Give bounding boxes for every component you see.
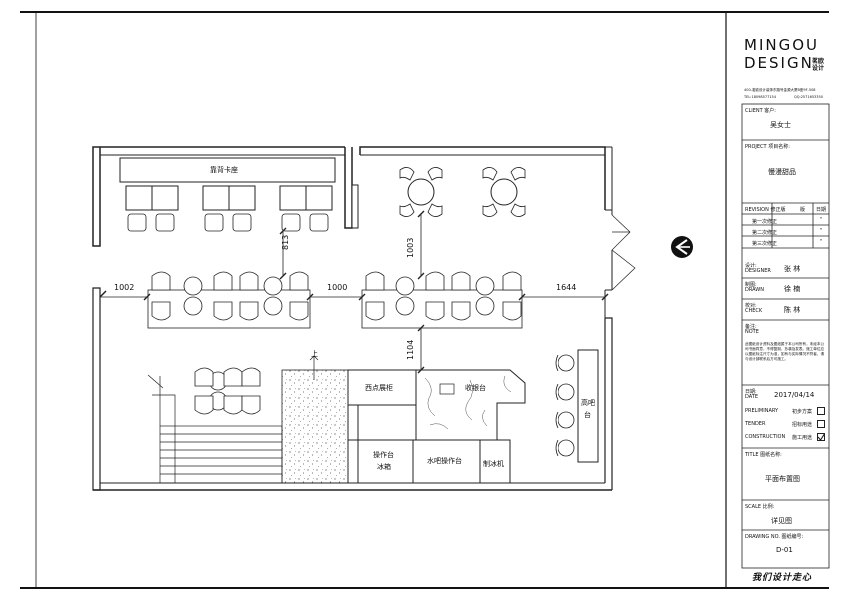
revision-3-label: 第三次修正 bbox=[752, 241, 778, 247]
check-label: CHECK bbox=[745, 308, 763, 314]
dimension-lines bbox=[100, 210, 609, 374]
brand-qq: QQ:2571653350 bbox=[794, 95, 823, 99]
designer-label: DESIGNER bbox=[745, 268, 771, 274]
revision-label: REVISION 修正版 bbox=[745, 207, 786, 213]
high-bar-label-1: 高吧 bbox=[581, 399, 595, 407]
date-label-cn: 日期: bbox=[745, 389, 757, 395]
drawing-no-label: DRAWING NO. 图纸编号: bbox=[745, 534, 804, 540]
note-label: NOTE bbox=[745, 329, 759, 335]
dimension-1000: 1000 bbox=[327, 283, 348, 292]
dessert-cabinet-label: 西点展柜 bbox=[365, 384, 393, 392]
stage-tender-checkbox[interactable] bbox=[817, 420, 825, 428]
revision-no-header: 版 bbox=[800, 207, 806, 213]
scale-value: 详见图 bbox=[771, 517, 792, 525]
sheet-frame bbox=[20, 11, 829, 589]
drawn-label-cn: 制图: bbox=[745, 282, 757, 288]
revision-2-mark: " bbox=[820, 228, 823, 234]
stage-preliminary-label: PRELIMINARY bbox=[745, 408, 779, 414]
dimension-813: 813 bbox=[281, 234, 290, 250]
brand-logo-line2: DESIGN bbox=[744, 54, 814, 72]
counter-fridge-label-2: 冰箱 bbox=[377, 463, 391, 471]
revision-1-label: 第一次修正 bbox=[752, 219, 778, 225]
cashier-label: 收银台 bbox=[465, 384, 486, 392]
dimension-1104: 1104 bbox=[406, 339, 415, 360]
slogan: 我们设计走心 bbox=[752, 573, 813, 583]
brand-logo-line1: MINGOU bbox=[744, 36, 819, 54]
title-value: 平面布置图 bbox=[765, 475, 800, 483]
bar-counter-label: 水吧操作台 bbox=[427, 457, 462, 465]
dimension-1002: 1002 bbox=[114, 283, 135, 292]
stage-construction-checkbox[interactable] bbox=[817, 433, 825, 441]
designer-label-cn: 设计: bbox=[745, 263, 757, 269]
stage-tender-label: TENDER bbox=[745, 421, 766, 427]
brand-tel: TEL:18098577154 bbox=[744, 95, 776, 99]
stair-up-label: 上 bbox=[311, 350, 318, 358]
revision-1-mark: " bbox=[820, 217, 823, 223]
counter-fridge-label-1: 操作台 bbox=[373, 451, 394, 459]
scale-label: SCALE 比例: bbox=[745, 504, 775, 510]
note-text: 此图纸设计资料及图纸属于本公司所有，未经本公司书面同意，不得复制、抄袭及发表。施… bbox=[745, 342, 825, 361]
ice-maker-label: 制冰机 bbox=[483, 460, 504, 468]
entry-direction-icon bbox=[671, 236, 693, 258]
drawn-label: DRAWN bbox=[745, 287, 764, 293]
designer-value: 张 林 bbox=[784, 265, 801, 273]
date-value: 2017/04/14 bbox=[774, 391, 815, 399]
check-label-cn: 校对: bbox=[745, 303, 757, 309]
title-label: TITLE 图纸名称: bbox=[745, 452, 782, 458]
dimension-1003: 1003 bbox=[406, 237, 415, 258]
project-value: 慢漫甜品 bbox=[768, 168, 796, 176]
brand-address: 400-茗欧设计装饰东路号金源大厦B座9F-508 bbox=[744, 88, 816, 92]
revision-date-header: 日期 bbox=[816, 207, 827, 213]
title-block-frame bbox=[741, 103, 830, 569]
stage-preliminary-checkbox[interactable] bbox=[817, 407, 825, 415]
client-value: 吴女士 bbox=[770, 121, 791, 129]
stage-construction-cn: 施工用途 bbox=[792, 435, 813, 441]
dimension-1644: 1644 bbox=[556, 283, 577, 292]
brand-logo-cn: 茗欧设计 bbox=[812, 58, 825, 72]
revision-2-label: 第二次修正 bbox=[752, 230, 778, 236]
drawing-no-value: D-01 bbox=[776, 546, 793, 554]
booth-label: 靠背卡座 bbox=[210, 166, 238, 174]
stage-preliminary-cn: 初步方案 bbox=[792, 409, 813, 415]
date-label: DATE bbox=[745, 394, 759, 400]
stage-tender-cn: 招标用途 bbox=[792, 422, 813, 428]
project-label: PROJECT 项目名称: bbox=[745, 144, 790, 150]
note-label-cn: 备注: bbox=[745, 324, 757, 330]
revision-3-mark: " bbox=[820, 239, 823, 245]
check-value: 陈 林 bbox=[784, 306, 801, 314]
client-label: CLIENT 客户: bbox=[745, 108, 776, 114]
floor-plan bbox=[92, 146, 636, 491]
high-bar-label-2: 台 bbox=[584, 411, 591, 419]
stage-construction-label: CONSTRUCTION bbox=[745, 434, 786, 440]
drawn-value: 徐 楠 bbox=[784, 285, 801, 293]
